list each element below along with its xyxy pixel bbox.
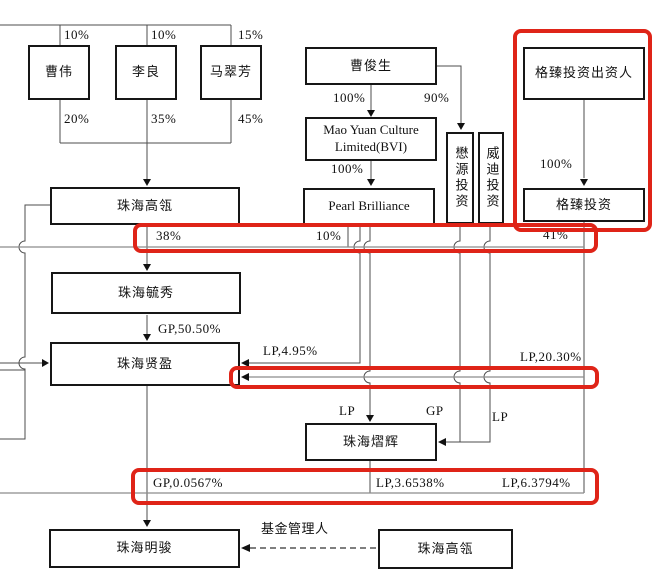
node-zhuhai-xianying: 珠海贤盈 (50, 342, 240, 386)
label-cao-wei-in: 10% (64, 27, 90, 42)
label-lp-right: LP (492, 409, 509, 424)
arrowheads (42, 110, 588, 552)
label-10pct-pearl: 10% (316, 228, 342, 243)
bus-lines (0, 246, 584, 494)
label-100pct-gezhen: 100% (540, 156, 573, 171)
label-gp-00567: GP,0.0567% (153, 475, 224, 490)
label-gp-yihui: GP (426, 403, 444, 418)
node-weidi-touzi: 威迪投资 (478, 132, 504, 224)
node-li-liang: 李良 (115, 45, 177, 100)
label-li-liang-out: 35% (151, 111, 177, 126)
node-gezhen-investors: 格臻投资出资人 (523, 47, 645, 100)
label-38pct: 38% (156, 228, 182, 243)
node-gezhen-touzi: 格臻投资 (523, 188, 645, 222)
label-ma-cuifang-in: 15% (238, 27, 264, 42)
label-lp-2030: LP,20.30% (520, 349, 582, 364)
node-pearl-brilliance: Pearl Brilliance (303, 188, 435, 225)
label-lp-yihui: LP (339, 403, 356, 418)
label-90pct: 90% (424, 90, 450, 105)
node-zhuhai-gaoling-fund-manager: 珠海高瓴 (378, 529, 513, 569)
node-zhuhai-mingjun: 珠海明骏 (49, 529, 240, 568)
node-zhuhai-yihui: 珠海熠辉 (305, 423, 437, 461)
node-mao-yuan-culture: Mao Yuan Culture Limited(BVI) (305, 117, 437, 161)
node-cao-junsheng: 曹俊生 (305, 47, 437, 85)
label-41pct: 41% (543, 227, 569, 242)
node-zhuhai-gaoling: 珠海高瓴 (50, 187, 240, 225)
label-li-liang-in: 10% (151, 27, 177, 42)
node-cao-wei: 曹伟 (28, 45, 90, 100)
label-lp-495: LP,4.95% (263, 343, 318, 358)
label-fund-manager: 基金管理人 (261, 521, 329, 536)
label-cao-wei-out: 20% (64, 111, 90, 126)
node-maoyuan-touzi: 懋源投资 (446, 132, 474, 224)
node-zhuhai-yuxiu: 珠海毓秀 (51, 272, 241, 314)
label-100pct-pearl: 100% (331, 161, 364, 176)
node-ma-cuifang: 马翠芳 (200, 45, 262, 100)
label-100pct-maoyuan: 100% (333, 90, 366, 105)
connector-lines (0, 24, 585, 520)
label-gp-5050: GP,50.50% (158, 321, 222, 336)
label-lp-63794: LP,6.3794% (502, 475, 571, 490)
label-lp-36538: LP,3.6538% (376, 475, 445, 490)
label-ma-cuifang-out: 45% (238, 111, 264, 126)
